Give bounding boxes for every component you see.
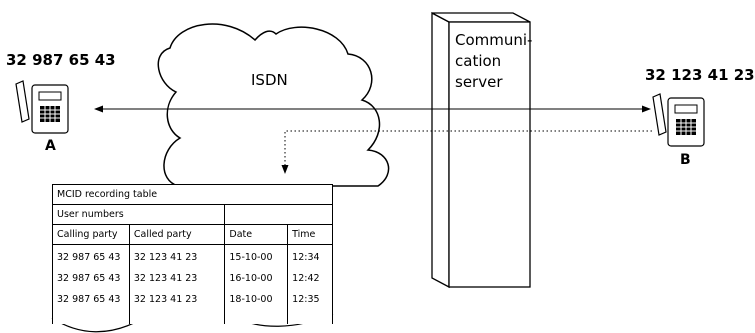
table-group-empty [224,204,333,225]
table-cell: 12:34 [287,244,333,268]
table-row: 32 987 65 43 32 123 41 23 18-10-00 12:35 [52,289,333,310]
recording-path [281,130,652,174]
table-cell: 32 987 65 43 [52,289,130,310]
mcid-recording-table: MCID recording table User numbers Callin… [51,184,333,324]
server-label: Communi- cation server [455,30,532,93]
table-cell: 12:35 [287,289,333,310]
table-cell: 32 123 41 23 [128,268,226,289]
table-title-row: MCID recording table [52,184,333,205]
column-header: Calling party [52,224,130,245]
table-cell: 15-10-00 [224,244,289,268]
phone-a-number: 32 987 65 43 [6,51,116,69]
column-header: Time [287,224,333,245]
phone-a-label: A [45,138,56,154]
table-row: 32 987 65 43 32 123 41 23 15-10-00 12:34 [52,244,333,268]
column-header: Date [224,224,289,245]
table-row-spacer [52,310,333,324]
table-title: MCID recording table [52,184,333,205]
table-cell: 32 987 65 43 [52,268,130,289]
server-label-line-3: server [455,73,503,91]
table-cell [224,310,289,324]
telephone-b-icon [652,93,705,147]
table-cell: 18-10-00 [224,289,289,310]
column-header: Called party [128,224,226,245]
table-cell: 12:42 [287,268,333,289]
table-cell [52,310,130,324]
server-label-line-1: Communi- [455,31,533,49]
table-cell: 16-10-00 [224,268,289,289]
connection-line [94,105,651,113]
phone-b-number: 32 123 41 23 [645,66,755,84]
table-cell [128,310,226,324]
table-header-row: Calling party Called party Date Time [52,224,333,245]
table-cell [287,310,333,324]
phone-b-label: B [680,152,691,168]
communication-server [431,11,531,289]
table-cell: 32 123 41 23 [128,289,226,310]
telephone-a-icon [15,80,69,134]
isdn-label: ISDN [251,71,288,89]
isdn-cloud [157,23,390,187]
table-cell: 32 123 41 23 [128,244,226,268]
table-group-header: User numbers [51,204,226,225]
table-group-row: User numbers [51,204,333,225]
table-row: 32 987 65 43 32 123 41 23 16-10-00 12:42 [52,268,333,289]
table-cell: 32 987 65 43 [52,244,130,268]
server-label-line-2: cation [455,52,502,70]
